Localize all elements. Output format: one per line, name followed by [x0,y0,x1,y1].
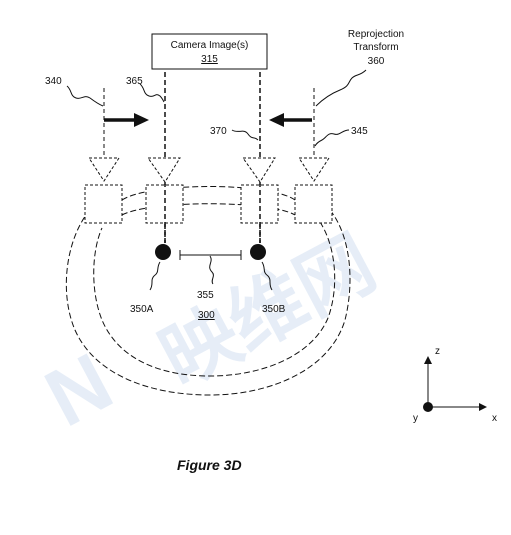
eyes [155,244,266,260]
display-box-outer-right [294,184,333,224]
inner-dashed-lines [164,72,261,243]
frustum-inner-right [242,157,276,183]
eye-left [155,244,171,260]
ref-leaders [66,83,350,291]
ref-340: 340 [45,76,62,87]
bold-arrows [104,113,312,127]
axis-origin [423,402,433,412]
frustum-triangles [88,157,330,183]
inner-ring [93,203,336,377]
display-box-outer-left [84,184,123,224]
inner-lines-through-boxes [164,182,261,243]
outer-dashed-lines [103,88,315,158]
reprojection-label: Reprojection Transform 360 [315,29,404,107]
camera-box-ref: 315 [201,54,218,65]
frustum-outer-right [298,157,330,182]
outer-ring [65,186,351,396]
eye-right [250,244,266,260]
frustum-outer-left [88,157,120,182]
frustum-inner-left [147,157,181,183]
axis-z: z [435,346,440,357]
reprojection-line2: Transform [353,42,398,53]
ref-365: 365 [126,76,143,87]
axis-y: y [413,413,418,424]
figure-caption: Figure 3D [177,457,242,473]
display-boxes [84,184,333,224]
ref-350a: 350A [130,304,154,315]
watermark: N 映维网 [32,220,389,444]
ref-370: 370 [210,126,227,137]
camera-box-title: Camera Image(s) [171,40,249,51]
camera-image-box: Camera Image(s) 315 [151,33,268,70]
ref-345: 345 [351,126,368,137]
ref-labels: 340 365 370 345 350A 350B 355 300 [45,76,368,321]
ipd-bar [179,250,242,285]
device-300 [65,186,351,396]
axis-x: x [492,413,497,424]
ref-350b: 350B [262,304,286,315]
coordinate-axes: z y x [413,346,497,424]
reprojection-leader [315,69,367,107]
svg-text:N: N [32,336,127,444]
reprojection-line1: Reprojection [348,29,404,40]
reprojection-ref: 360 [368,56,385,67]
ref-300: 300 [198,310,215,321]
ref-355: 355 [197,290,214,301]
